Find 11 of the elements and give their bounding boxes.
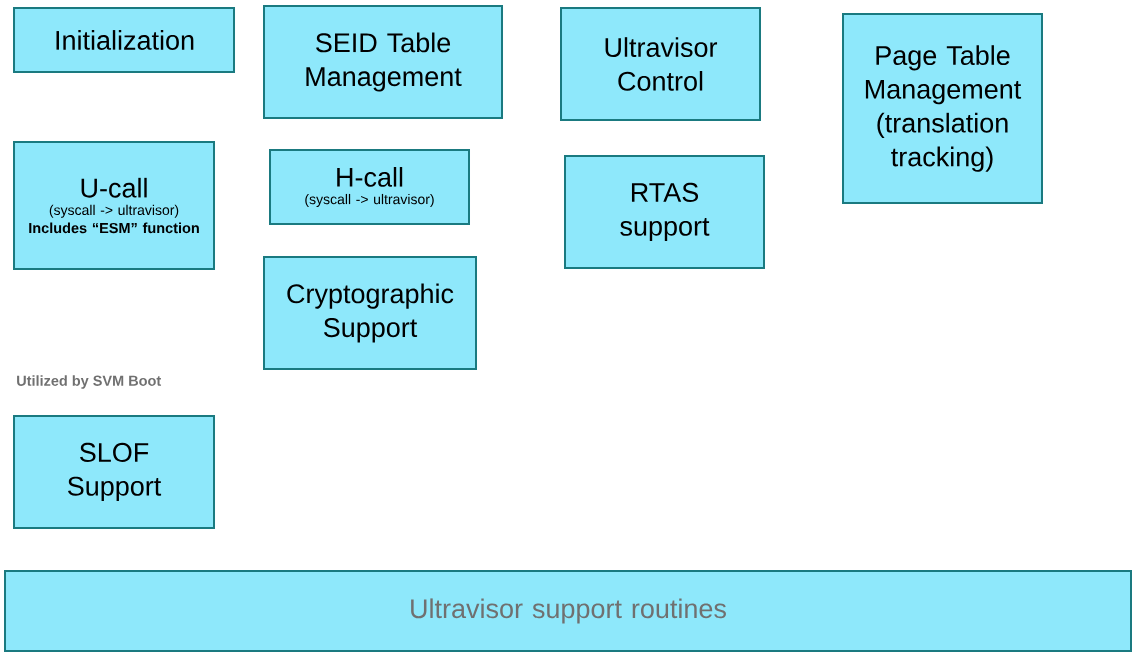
note-text: Utilized by SVM Boot: [17, 375, 162, 389]
component-box: Ultravisor Control: [560, 7, 761, 121]
component-box: H-call (syscall -> ultravisor): [269, 149, 470, 225]
component-box: SEID Table Management: [263, 5, 503, 119]
component-box: SLOF Support: [13, 415, 215, 529]
component-box: RTAS support: [564, 155, 765, 269]
component-box: U-call (syscall -> ultravisor) Includes “ESM” function: [13, 141, 215, 270]
component-box: Initialization: [13, 7, 235, 73]
component-box: Page Table Management (translation tracking): [842, 13, 1043, 204]
component-box: Ultravisor support routines: [4, 570, 1132, 652]
component-box: Cryptographic Support: [263, 256, 477, 370]
